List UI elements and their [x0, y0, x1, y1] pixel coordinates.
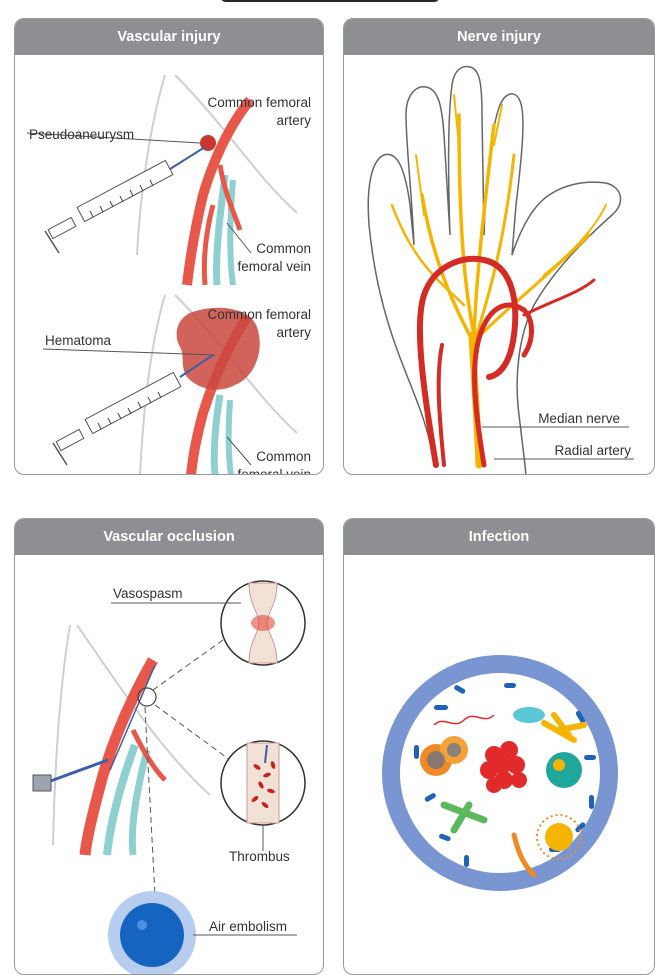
- vascular-injury-title: Vascular injury: [15, 19, 323, 55]
- nerve-injury-title: Nerve injury: [344, 19, 654, 55]
- blue-oval-cell: [513, 707, 545, 723]
- infection-illustration: [382, 655, 618, 891]
- label-median-nerve: Median nerve: [538, 411, 620, 426]
- hematoma-mass: [176, 307, 260, 390]
- label-hematoma: Hematoma: [45, 333, 112, 348]
- spirochete: [433, 714, 495, 726]
- label-artery-bottom-1: Common femoral: [207, 307, 311, 322]
- teal-cell: [546, 752, 582, 788]
- flagellated-rod: [511, 832, 537, 878]
- syringe-upper: [44, 146, 206, 254]
- label-artery-top-1: Common femoral: [207, 95, 311, 110]
- vascular-injury-panel: Vascular injury: [14, 18, 324, 475]
- vascular-occlusion-title: Vascular occlusion: [15, 519, 323, 555]
- cropped-title-bar: [220, 0, 440, 2]
- label-artery-bottom-2: artery: [276, 325, 311, 340]
- label-air-embolism: Air embolism: [209, 919, 287, 934]
- hand-outline: [367, 65, 622, 474]
- green-rods: [440, 801, 488, 834]
- magnify-spot: [137, 687, 157, 707]
- catheter-sheath: [44, 758, 109, 785]
- label-vein-bottom-1: Common: [256, 449, 311, 464]
- catheter-wire: [109, 664, 156, 771]
- infection-panel: Infection: [343, 518, 655, 975]
- femoral-vein-lower: [210, 394, 224, 474]
- label-artery-top-2: artery: [276, 113, 311, 128]
- label-vasospasm: Vasospasm: [113, 586, 183, 601]
- infection-title: Infection: [344, 519, 654, 555]
- orange-cluster-cells: [420, 736, 468, 776]
- pseudoaneurysm-scene: Pseudoaneurysm Common femoral artery Com…: [26, 74, 311, 286]
- syringe-lower: [52, 354, 214, 466]
- yellow-rods: [541, 712, 587, 743]
- label-vein-bottom-2: femoral vein: [237, 467, 311, 475]
- thrombus-inset: [220, 740, 306, 826]
- label-radial-artery: Radial artery: [554, 443, 631, 458]
- hematoma-scene: Hematoma Common femoral artery Common fe…: [42, 294, 311, 475]
- red-cocci-cluster: [480, 741, 527, 793]
- label-vein-top-2: femoral vein: [237, 259, 311, 274]
- radial-artery-arch: [416, 255, 596, 468]
- nerve-injury-illustration: Median nerve Radial artery: [367, 65, 634, 474]
- air-embolism-bubble: [108, 891, 196, 974]
- nerve-injury-panel: Nerve injury Median nerve Radial artery: [343, 18, 655, 475]
- vein-vessel: [103, 743, 139, 856]
- label-vein-top-1: Common: [256, 241, 311, 256]
- vascular-injury-illustration: Pseudoaneurysm Common femoral artery Com…: [26, 74, 311, 475]
- spiky-cell: [536, 814, 582, 860]
- label-pseudoaneurysm: Pseudoaneurysm: [29, 127, 134, 142]
- vasospasm-inset: [220, 580, 306, 666]
- median-nerve-branches: [390, 94, 607, 469]
- catheter-hub: [32, 774, 52, 792]
- label-thrombus: Thrombus: [229, 849, 290, 864]
- femoral-vein-upper: [213, 174, 229, 286]
- vascular-occlusion-panel: Vascular occlusion Vasospasm: [14, 518, 324, 975]
- bacteria-rods: [414, 683, 596, 867]
- vascular-occlusion-illustration: Vasospasm Thrombus Air embolism: [32, 580, 306, 974]
- femoral-artery-upper: [182, 96, 254, 286]
